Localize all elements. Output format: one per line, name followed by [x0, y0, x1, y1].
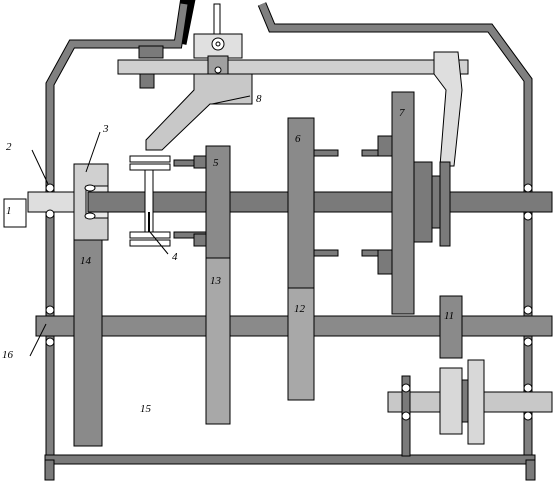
gear-14: [73, 239, 103, 447]
spring-post: [213, 3, 221, 37]
input-flange-1: [3, 198, 27, 228]
leader-2: [31, 149, 49, 185]
label-13: 13: [210, 275, 222, 287]
clutch-collar-4: [129, 155, 171, 247]
leader-lines: [29, 95, 251, 357]
slider-pin: [214, 66, 222, 74]
bearing: [523, 383, 533, 393]
bearing: [523, 411, 533, 421]
bearing: [523, 183, 533, 193]
rod-hanger-stem: [139, 73, 155, 89]
housing-bottom-bar: [44, 454, 536, 465]
housing-bottom-leg-left: [44, 459, 55, 481]
label-4: 4: [172, 251, 178, 263]
shift-mechanism: [117, 3, 469, 167]
label-16: 16: [2, 349, 14, 361]
gear-5-body: [205, 145, 231, 259]
sliding-collar-b: [431, 175, 441, 229]
sliding-collar-c: [439, 161, 451, 247]
gear-12: [287, 287, 315, 401]
gear-6-dog-bottom: [313, 249, 339, 257]
leader-3: [85, 131, 101, 173]
gear-6-dog-top: [313, 149, 339, 157]
shift-fork-right: [433, 51, 463, 167]
bearing: [45, 305, 55, 315]
main-shaft: [87, 191, 553, 213]
gear-5: [173, 145, 231, 259]
label-1: 1: [6, 205, 12, 217]
collar-4-spine-2: [148, 212, 150, 232]
label-6: 6: [295, 133, 301, 145]
bearing: [523, 211, 533, 221]
gear-7-hub-bottom: [377, 249, 393, 275]
housing-bottom-leg-right: [525, 459, 536, 481]
leader-16: [29, 323, 47, 357]
reverse-gear-hub: [461, 379, 469, 423]
label-12: 12: [294, 303, 306, 315]
reverse-gear-a: [439, 367, 463, 435]
gear-11: [439, 295, 463, 359]
gear-7-body: [391, 91, 415, 315]
label-3: 3: [102, 123, 109, 135]
gear-6: [287, 117, 339, 289]
reverse-gear-b: [467, 359, 485, 445]
sliding-collar: [413, 161, 433, 243]
rod-hanger: [138, 45, 164, 59]
label-8: 8: [256, 93, 262, 105]
gear-6-body: [287, 117, 315, 289]
label-11: 11: [444, 310, 454, 322]
shift-rod: [117, 59, 469, 75]
gear-7-hub-top: [377, 135, 393, 157]
pivot-pin-center: [215, 41, 221, 47]
bearing: [401, 383, 411, 393]
gear-5-hub-top: [193, 155, 207, 169]
bearing: [84, 184, 96, 192]
gear-7: [361, 91, 451, 315]
input-shaft-stub: [27, 191, 77, 213]
collar-4-top-b: [129, 163, 171, 171]
label-2: 2: [6, 141, 12, 153]
bearing: [45, 337, 55, 347]
bearing: [45, 209, 55, 219]
bearing: [45, 183, 55, 193]
collar-4-bottom: [129, 231, 171, 239]
shift-fork-8: [145, 73, 253, 151]
bearing: [523, 305, 533, 315]
leader-4: [149, 231, 169, 255]
bearing: [84, 212, 96, 220]
collar-4-top: [129, 155, 171, 163]
label-14: 14: [80, 255, 92, 267]
gear-5-hub-bottom: [193, 233, 207, 247]
label-15: 15: [140, 403, 152, 415]
bearing: [401, 411, 411, 421]
bearing: [523, 337, 533, 347]
part-labels: 1 2 3 4 5 6 7 8 11 12 13 14 15 16: [2, 93, 454, 415]
label-7: 7: [399, 107, 405, 119]
gear-13: [205, 257, 231, 425]
bearings: [45, 183, 533, 421]
collar-4-bottom-b: [129, 239, 171, 247]
label-5: 5: [213, 157, 219, 169]
leader-8: [211, 95, 251, 105]
